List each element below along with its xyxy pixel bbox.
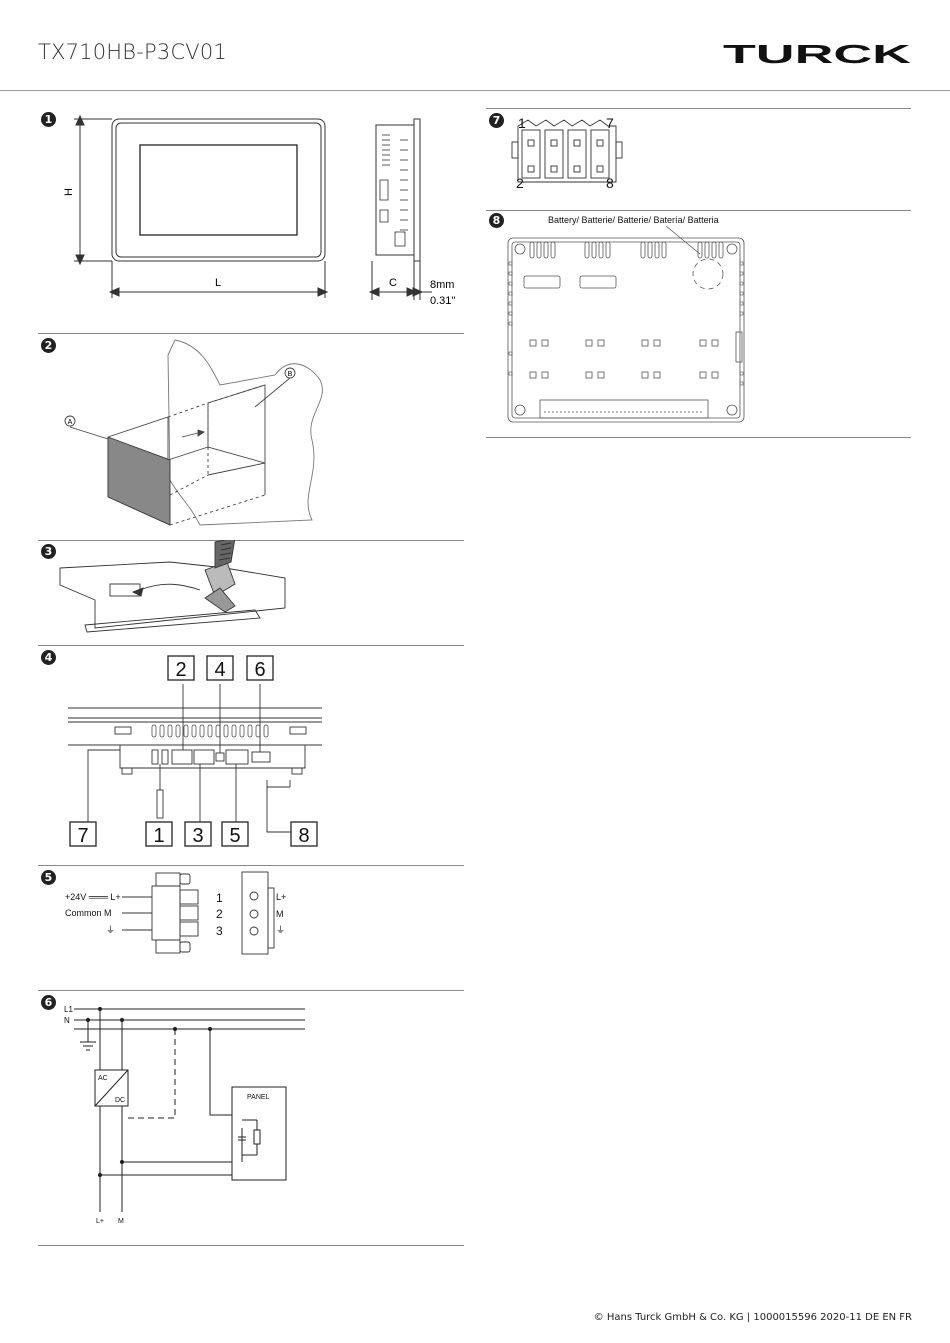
dimensions-drawing: H L C 8mm 0.31": [63, 114, 455, 307]
svg-text:2: 2: [516, 175, 524, 191]
mounting-clamp-drawing: [59, 540, 286, 633]
svg-text:2: 2: [175, 659, 186, 681]
panel-divider: [486, 437, 911, 438]
svg-text:H: H: [63, 188, 75, 196]
svg-text:C: C: [389, 277, 397, 289]
header-rule: [0, 90, 950, 91]
figure-number-badge: 8: [489, 213, 504, 228]
footer-copyright: © Hans Turck GmbH & Co. KG | 1000015596 …: [593, 1312, 912, 1323]
svg-text:DC: DC: [115, 1097, 125, 1104]
connector-overview-drawing: 2 4 6 7 1 3 5 8: [68, 655, 322, 847]
svg-text:PANEL: PANEL: [247, 1094, 270, 1101]
panel-divider: [486, 108, 911, 109]
svg-text:TURCK: TURCK: [723, 42, 911, 66]
svg-text:8: 8: [298, 825, 309, 847]
panel-divider: [38, 645, 464, 646]
svg-text:L+: L+: [276, 892, 286, 902]
svg-text:2: 2: [216, 907, 223, 921]
svg-text:Common M: Common M: [65, 908, 112, 918]
panel-divider: [38, 865, 464, 866]
figure-number-badge: 6: [41, 995, 56, 1010]
power-connector-drawing: +24V ═══ L+ Common M ⏚ 1 2 3 L+ M ⏚: [65, 871, 286, 955]
figure-number-badge: 4: [41, 650, 56, 665]
svg-text:L: L: [215, 277, 221, 289]
panel-cutout-drawing: A B: [64, 339, 323, 526]
svg-text:A: A: [68, 419, 73, 426]
panel-divider: [38, 333, 464, 334]
figure-number-badge: 1: [41, 112, 56, 127]
svg-text:0.31": 0.31": [430, 295, 455, 307]
svg-text:6: 6: [254, 659, 265, 681]
svg-text:7: 7: [77, 825, 88, 847]
svg-text:7: 7: [606, 115, 614, 131]
svg-text:5: 5: [229, 825, 240, 847]
svg-text:L1: L1: [64, 1005, 73, 1014]
svg-text:1: 1: [216, 891, 223, 905]
svg-text:M: M: [276, 909, 284, 919]
svg-text:L+: L+: [96, 1218, 104, 1225]
figure-number-badge: 7: [489, 113, 504, 128]
svg-text:⏚: ⏚: [276, 925, 285, 935]
svg-text:+24V ═══ L+: +24V ═══ L+: [65, 892, 121, 902]
svg-text:3: 3: [192, 825, 203, 847]
eight-pin-connector-drawing: 1 7 2 8: [511, 115, 623, 191]
svg-text:⏚: ⏚: [106, 925, 115, 935]
svg-text:M: M: [118, 1218, 124, 1225]
panel-divider: [38, 1245, 464, 1246]
rear-view-drawing: Battery/ Batterie/ Batterie/ Batería/ Ba…: [507, 215, 745, 423]
svg-text:AC: AC: [98, 1075, 108, 1082]
svg-text:3: 3: [216, 924, 223, 938]
svg-text:B: B: [288, 371, 293, 378]
wiring-diagram: L1 N AC DC PANEL L: [64, 1005, 305, 1225]
svg-text:4: 4: [214, 659, 225, 681]
panel-divider: [486, 210, 911, 211]
document-title: TX710HB-P3CV01: [38, 40, 227, 64]
turck-logo: TURCK: [723, 42, 911, 66]
figure-number-badge: 2: [41, 338, 56, 353]
panel-divider: [38, 990, 464, 991]
svg-text:8mm: 8mm: [430, 279, 454, 291]
figure-number-badge: 5: [41, 870, 56, 885]
svg-text:N: N: [64, 1016, 70, 1025]
figure-number-badge: 3: [41, 544, 56, 559]
battery-label: Battery/ Batterie/ Batterie/ Batería/ Ba…: [548, 215, 719, 225]
svg-text:1: 1: [518, 115, 526, 131]
svg-text:1: 1: [153, 825, 164, 847]
panel-divider: [38, 540, 464, 541]
svg-text:8: 8: [606, 175, 614, 191]
